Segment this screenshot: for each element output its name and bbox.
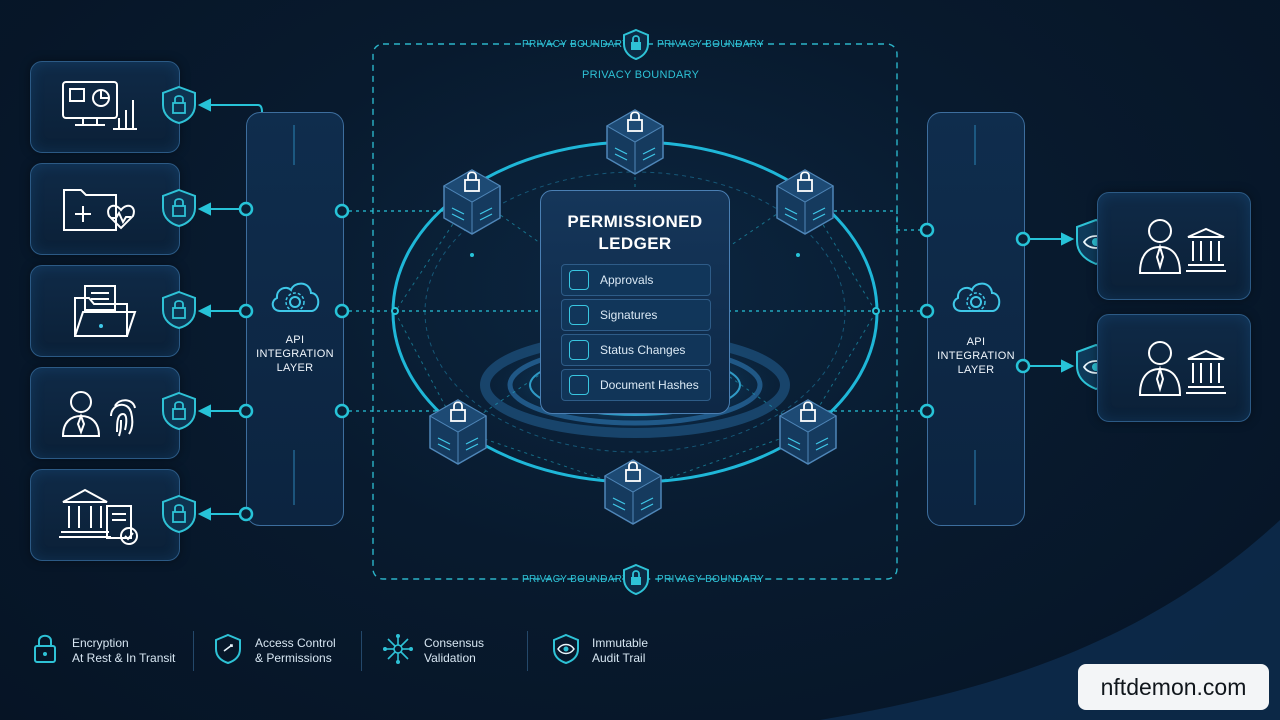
- legend-divider: [361, 631, 362, 671]
- source-card-dashboard[interactable]: [30, 61, 180, 153]
- boundary-shield-lock-icon: [623, 28, 649, 61]
- ledger-row-signatures[interactable]: Signatures: [561, 299, 711, 331]
- legend-encryption-line2: At Rest & In Transit: [72, 651, 176, 665]
- privacy-boundary-label-top-right: PRIVACY BOUNDARY: [657, 39, 765, 50]
- left-api-label-line2: INTEGRATION: [256, 348, 334, 360]
- ledger-row-document-hashes[interactable]: Document Hashes: [561, 369, 711, 401]
- legend-divider: [527, 631, 528, 671]
- source-card-bank[interactable]: [30, 469, 180, 561]
- right-api-label-line3: LAYER: [957, 364, 995, 376]
- left-api-integration-layer[interactable]: API INTEGRATION LAYER: [246, 112, 344, 526]
- privacy-boundary-label-bottom-right: PRIVACY BOUNDARY: [657, 574, 765, 585]
- signature-icon: [569, 305, 589, 325]
- legend-access-control-line1: Access Control: [255, 636, 336, 650]
- boundary-shield-lock-icon: [623, 563, 649, 596]
- privacy-boundary-label-top-center: PRIVACY BOUNDARY: [582, 69, 700, 81]
- ledger-row-status-changes[interactable]: Status Changes: [561, 334, 711, 366]
- ledger-node-bottom: [604, 459, 662, 525]
- shield-key-icon: [215, 633, 241, 665]
- legend-audit-trail-line1: Immutable: [592, 636, 649, 650]
- ledger-node-lower-left: [429, 399, 487, 465]
- regulator-bank-icon: [1138, 341, 1226, 396]
- shield-lock-icon: [162, 290, 196, 330]
- ledger-row-label: Signatures: [600, 308, 658, 322]
- left-api-label-line1: API: [285, 334, 305, 346]
- user-fingerprint-icon: [61, 391, 136, 437]
- consumer-card-auditor[interactable]: [1097, 192, 1251, 300]
- ledger-node-top: [606, 109, 664, 175]
- right-api-integration-layer[interactable]: API INTEGRATION LAYER: [927, 112, 1025, 526]
- shield-lock-icon: [162, 494, 196, 534]
- ledger-row-label: Status Changes: [600, 343, 686, 357]
- privacy-boundary-label-top-left: PRIVACY BOUNDARY: [522, 39, 630, 50]
- shield-eye-icon: [553, 633, 579, 665]
- shield-lock-icon: [162, 188, 196, 228]
- source-card-identity[interactable]: [30, 367, 180, 459]
- ledger-title-line1: PERMISSIONED: [567, 212, 703, 231]
- ledger-row-approvals[interactable]: Approvals: [561, 264, 711, 296]
- ledger-node-upper-right: [776, 169, 834, 235]
- legend-divider: [193, 631, 194, 671]
- auditor-bank-icon: [1138, 219, 1226, 274]
- brand-watermark[interactable]: nftdemon.com: [1078, 664, 1269, 710]
- source-card-medical[interactable]: [30, 163, 180, 255]
- legend-encryption-line1: Encryption: [72, 636, 129, 650]
- bank-document-icon: [59, 488, 138, 545]
- legend-access-control-line2: & Permissions: [255, 651, 332, 665]
- ledger-node-upper-left: [443, 169, 501, 235]
- status-change-icon: [569, 340, 589, 360]
- network-nodes-icon: [383, 634, 413, 664]
- permissioned-ledger-panel[interactable]: PERMISSIONED LEDGER Approvals Signatures…: [540, 190, 730, 414]
- privacy-boundary-label-bottom-left: PRIVACY BOUNDARY: [522, 574, 630, 585]
- left-api-label-line3: LAYER: [276, 362, 314, 374]
- cloud-gear-icon: [271, 282, 320, 312]
- padlock-icon: [34, 634, 56, 663]
- ledger-node-lower-right: [779, 399, 837, 465]
- legend-consensus-line1: Consensus: [424, 636, 485, 650]
- shield-lock-icon: [162, 391, 196, 431]
- medical-folder-icon: [63, 189, 135, 231]
- right-api-label-line2: INTEGRATION: [937, 350, 1015, 362]
- shield-lock-icon: [162, 85, 196, 125]
- ledger-row-label: Approvals: [600, 273, 654, 287]
- hash-icon: [569, 375, 589, 395]
- cloud-gear-icon: [952, 282, 1001, 312]
- document-folder-icon: [74, 285, 137, 337]
- legend-audit-trail-line2: Audit Trail: [592, 651, 646, 665]
- consumer-card-regulator[interactable]: [1097, 314, 1251, 422]
- source-card-documents[interactable]: [30, 265, 180, 357]
- approval-icon: [569, 270, 589, 290]
- legend-consensus-line2: Validation: [424, 651, 476, 665]
- ledger-row-label: Document Hashes: [600, 378, 699, 392]
- dashboard-monitor-icon: [62, 81, 137, 130]
- ledger-title-line2: LEDGER: [598, 234, 672, 253]
- right-api-label-line1: API: [966, 336, 986, 348]
